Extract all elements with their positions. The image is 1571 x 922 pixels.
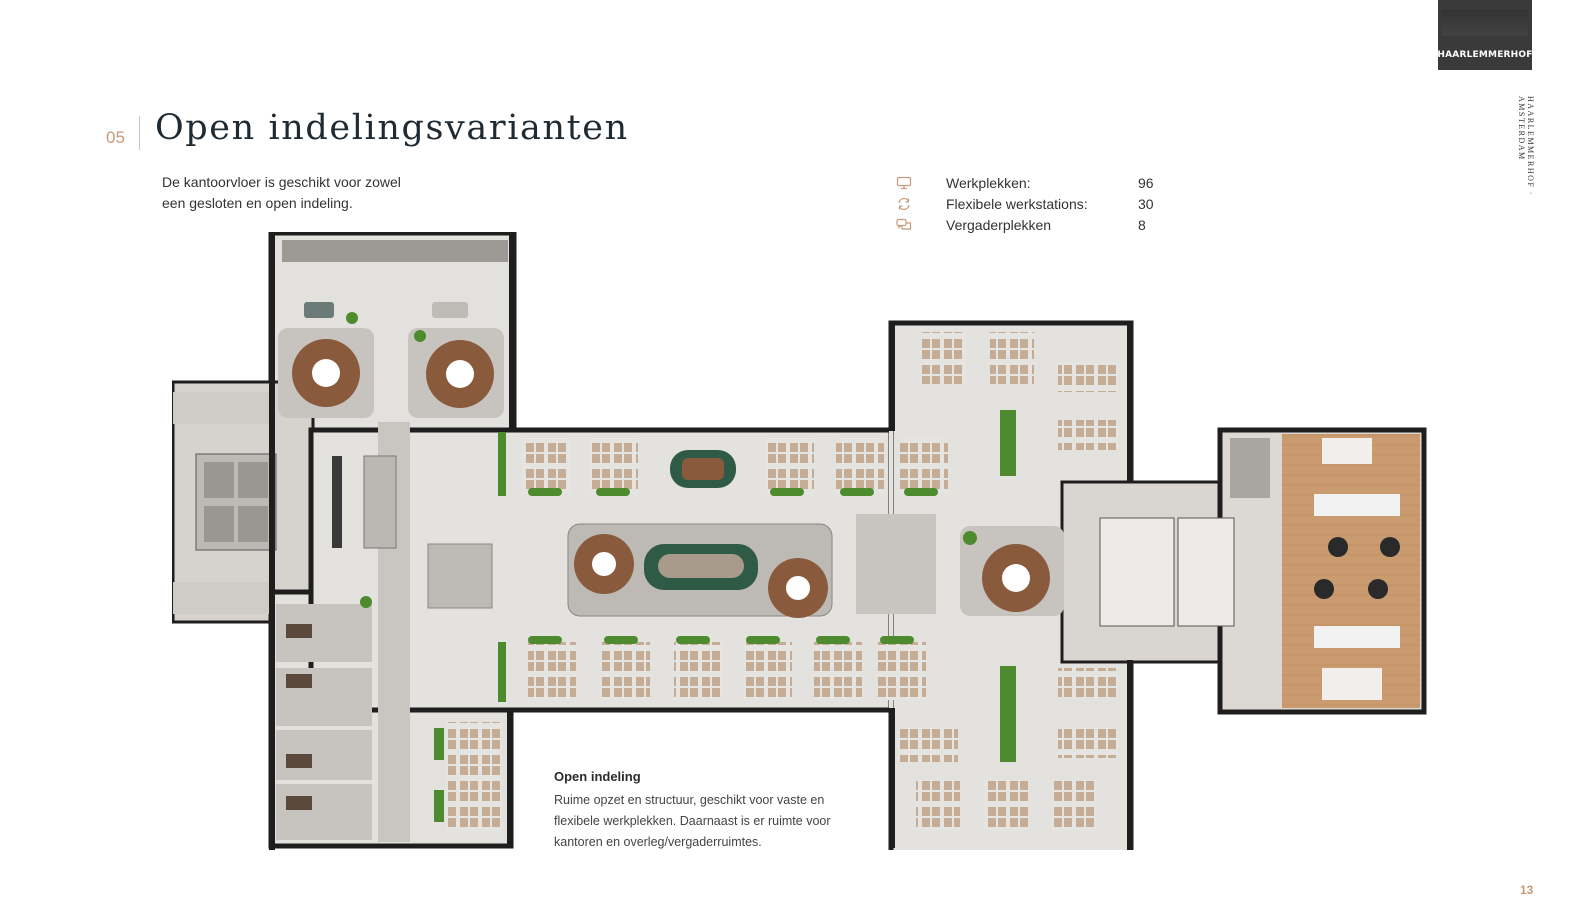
stat-label: Flexibele werkstations: [946,195,1088,212]
section-divider [139,116,140,150]
left-lower-offices [276,604,502,840]
stat-row-werkplekken: Werkplekken: 96 [896,172,1178,193]
page-title: Open indelingsvarianten [155,108,629,148]
caption-open-indeling: Open indeling Ruime opzet en structuur, … [554,769,854,853]
refresh-icon [896,197,912,211]
caption-body: Ruime opzet en structuur, geschikt voor … [554,790,854,853]
stat-value: 30 [1138,195,1154,212]
monitor-icon [896,176,912,190]
cross-workstations-bottom [528,642,926,700]
chat-icon [896,218,912,232]
stat-value: 96 [1138,174,1154,191]
meeting-rounds-top [278,240,508,418]
brand-logo: HAARLEMMERHOF [1437,0,1533,70]
page-number: 13 [1520,883,1534,897]
caption-line-1: Ruime opzet en structuur, geschikt voor … [554,793,825,807]
caption-line-3: kantoren en overleg/vergaderruimtes. [554,835,762,849]
right-cafe-tables [1230,438,1400,700]
stat-row-vergader: Vergaderplekken 8 [896,214,1178,235]
logo-skyline [1442,10,1528,36]
caption-heading: Open indeling [554,769,641,784]
central-meeting-island [427,523,833,618]
stat-label: Vergaderplekken [946,216,1052,233]
stat-label: Werkplekken: [946,174,1031,191]
lobby-elevators [195,453,397,551]
intro-text: De kantoorvloer is geschikt voor zowel e… [162,172,442,214]
cross-workstations-top [522,438,948,494]
stat-row-flexibele: Flexibele werkstations: 30 [896,193,1178,214]
plants [346,312,1016,822]
intro-line-2: een gesloten en open indeling. [162,195,353,211]
connector-rooms [1099,517,1235,627]
intro-line-1: De kantoorvloer is geschikt voor zowel [162,174,401,190]
logo-text: HAARLEMMERHOF [1437,50,1533,60]
floor-plan [172,232,1427,850]
stats-list: Werkplekken: 96 Flexibele werkstations: … [896,172,1178,235]
section-number: 05 [106,128,125,147]
stat-value: 8 [1138,216,1146,233]
right-wing-workstations [898,332,1118,830]
right-meeting-room [856,514,1064,616]
vertical-brand-text: HAARLEMMERHOF · AMSTERDAM [1517,96,1535,197]
caption-line-2: flexibele werkplekken. Daarnaast is er r… [554,814,831,828]
wall-posts [269,232,1133,850]
